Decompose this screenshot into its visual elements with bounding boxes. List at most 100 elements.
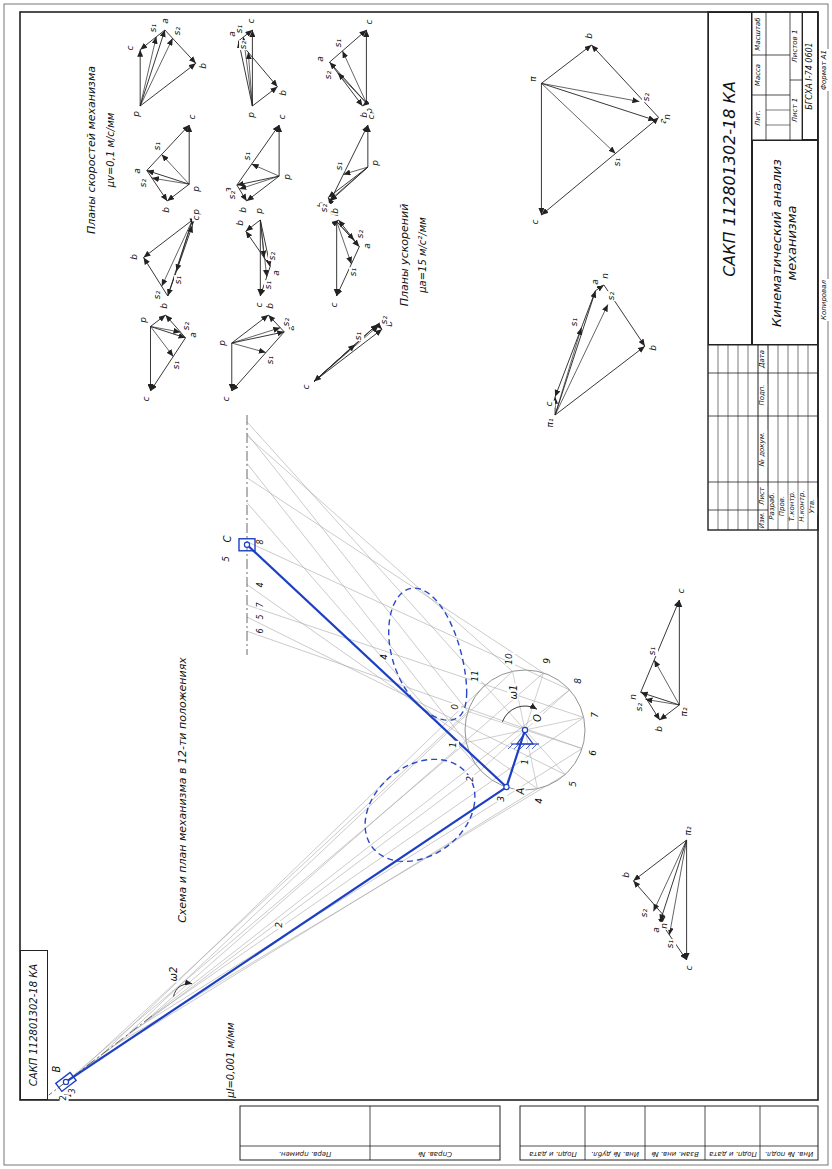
rod-position-line xyxy=(247,585,537,789)
velocity-plan-vector xyxy=(252,30,253,106)
velocity-plan-vector xyxy=(168,220,193,296)
plan-point-label: c xyxy=(330,301,340,308)
plan-point-label: c xyxy=(545,401,555,408)
acceleration-plan-vector xyxy=(660,840,686,921)
slider-guide-axis xyxy=(49,1016,152,1095)
title-block-text: Н.контр. xyxy=(799,489,807,522)
position-number: 8 xyxy=(257,538,266,545)
velocity-plan-vector xyxy=(246,220,261,231)
velocity-plan-vector xyxy=(314,326,378,382)
position-number: 4 xyxy=(257,581,266,588)
plan-point-label: c xyxy=(278,113,288,120)
plan-point-label: b xyxy=(585,32,595,40)
support-hatch xyxy=(526,744,531,749)
acceleration-plan-vector xyxy=(686,840,687,960)
rod-position-line xyxy=(247,436,513,672)
velocity-plan-vector xyxy=(328,198,330,201)
velocity-plan-vector xyxy=(151,326,186,337)
acceleration-plan-vector xyxy=(541,83,542,215)
margin-strip-line xyxy=(585,1106,586,1160)
position-number: 2 xyxy=(466,775,476,783)
annotation-text: μl=0,001 м/мм xyxy=(225,1021,236,1098)
velocity-plan-vector xyxy=(342,51,366,103)
fixed-support xyxy=(517,733,533,744)
plan-point-label: a xyxy=(591,278,601,286)
point-label: ω2 xyxy=(167,966,178,983)
acceleration-plan-vector xyxy=(555,346,645,415)
plan-point-label: s₂ xyxy=(607,291,617,301)
title-block-text: САКП 112801302-18 КА xyxy=(721,81,739,277)
velocity-plan-vector xyxy=(246,231,270,266)
link-number: 1 xyxy=(521,758,531,766)
plan-point-label: c xyxy=(685,965,695,972)
connecting-rod xyxy=(66,787,506,1082)
margin-field-label: Инв. № подл. xyxy=(764,1149,814,1157)
velocity-plan-vector xyxy=(338,73,367,103)
rod-position-line xyxy=(247,422,485,686)
plan-point-label: s₂ xyxy=(356,228,366,238)
title-block-text: Масса xyxy=(755,63,763,87)
plan-point-label: s₂ xyxy=(380,315,390,325)
title-block-line xyxy=(790,80,802,81)
velocity-plan-vector xyxy=(314,329,382,381)
plan-point-label: b xyxy=(655,725,665,733)
title-block-text: Лит. xyxy=(755,108,763,126)
plan-point-label: s₁ xyxy=(243,151,253,161)
margin-field-label: Справ. № xyxy=(417,1149,453,1157)
position-number: 6 xyxy=(589,749,599,757)
velocity-plan-vector xyxy=(176,220,192,271)
velocity-plan-vector xyxy=(377,324,382,329)
position-number: 3 xyxy=(69,1088,78,1095)
annotation-text: μv=0,1 м/с/мм xyxy=(105,112,116,189)
plan-point-label: s₂ xyxy=(282,317,292,327)
velocity-plan-vector xyxy=(330,30,367,62)
plan-point-label: c xyxy=(188,113,198,120)
margin-field-label: Подп. и дата xyxy=(708,1149,758,1157)
margin-strip xyxy=(240,1106,500,1160)
acceleration-plan-vector xyxy=(541,120,655,215)
acceleration-plan-vector xyxy=(660,705,680,720)
acceleration-plan-vector xyxy=(653,840,686,911)
plan-point-label: s₂ xyxy=(642,92,652,102)
title-block-line xyxy=(766,12,767,140)
acceleration-plan-vector xyxy=(633,840,686,881)
velocity-plan-vector xyxy=(168,225,193,296)
link-number: 2 xyxy=(275,921,285,929)
velocity-plan-vector xyxy=(336,221,337,296)
plan-point-label: π₁ xyxy=(546,418,556,429)
margin-strip-line xyxy=(370,1106,371,1160)
velocity-plan-vector xyxy=(152,178,189,184)
title-block-text: Дата xyxy=(759,349,767,369)
rod-position-line xyxy=(66,787,506,1082)
title-block-cell: БГСХА I-74 0601 xyxy=(802,12,818,140)
plan-point-label: s₁ xyxy=(334,37,344,47)
plan-point-label: c xyxy=(367,113,377,120)
plan-point-label: s₁ xyxy=(354,331,364,341)
plan-point-label: b xyxy=(649,344,659,352)
crank-position-line xyxy=(525,673,544,730)
angular-velocity-arrow xyxy=(174,983,193,996)
position-number: 11 xyxy=(471,669,481,682)
acceleration-plan-vector xyxy=(679,600,680,705)
annotation-text: Схема и план механизма в 12-ти положения… xyxy=(177,656,189,924)
plan-point-label: π₂ xyxy=(681,706,691,717)
rod-position-line xyxy=(247,478,544,673)
rod-position-line xyxy=(57,770,481,1089)
plan-point-label: s₁ xyxy=(570,316,580,326)
plan-point-label: π xyxy=(529,75,539,82)
velocity-plan-vector xyxy=(140,37,156,106)
plan-point-label: c xyxy=(302,384,312,391)
rod-position-line xyxy=(133,749,582,1031)
margin-field-label: Подп. и дата xyxy=(528,1149,578,1157)
position-number: 4 xyxy=(535,798,545,806)
velocity-plan-vector xyxy=(260,220,261,296)
point-label: ω1 xyxy=(508,684,519,701)
plan-point-label: s₁ xyxy=(174,275,184,285)
position-number: 7 xyxy=(257,601,266,608)
plan-point-label: s₂ xyxy=(173,26,183,36)
title-block-cell: САКП 112801302-18 КА xyxy=(20,950,48,1100)
velocity-plan-vector xyxy=(237,125,279,185)
margin-strip-line xyxy=(520,1146,818,1147)
position-number: 6 xyxy=(257,628,266,635)
